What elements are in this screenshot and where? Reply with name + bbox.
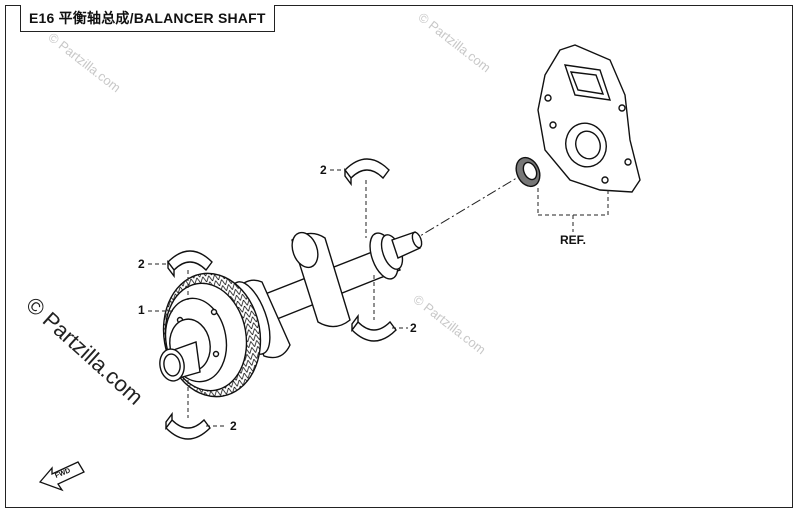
callout-2: 2 [138,257,145,271]
diagram-title: E16 平衡轴总成/BALANCER SHAFT [20,5,275,32]
callout-leaders [148,169,408,427]
oil-seal [515,156,541,188]
diagram-code: E16 [29,10,55,26]
callout-1: 1 [138,303,145,317]
balancer-shaft [229,231,423,359]
callout-ref: REF. [560,233,587,247]
diagram-name: 平衡轴总成/BALANCER SHAFT [58,10,266,26]
balancer-gear [159,272,262,398]
diagram-frame [5,5,793,508]
guide-lines [187,180,375,418]
bearing-shell [344,158,390,187]
callout-2: 2 [230,419,237,433]
bearing-shell [351,313,397,342]
center-line [409,175,521,243]
bearing-shell [167,250,213,279]
callout-2: 2 [410,321,417,335]
bearing-shell [165,411,211,440]
fwd-arrow: FWD [38,461,85,492]
ref-bracket [537,188,609,232]
callout-2: 2 [320,163,327,177]
crankcase-cover-ref [537,44,641,193]
